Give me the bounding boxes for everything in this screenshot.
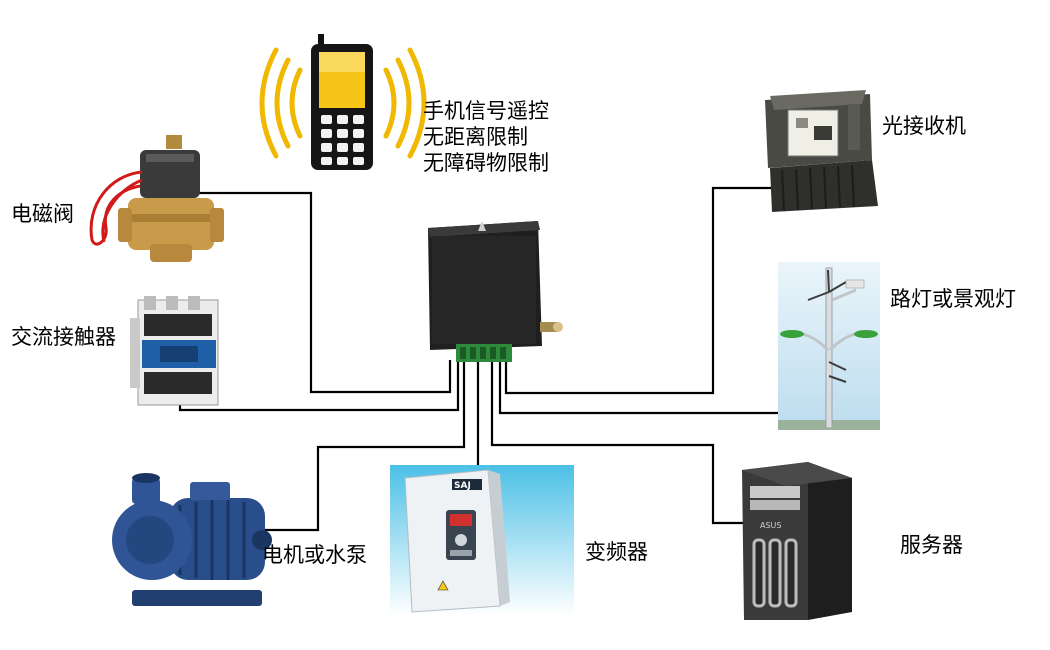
solenoid-valve-icon	[89, 135, 224, 262]
street-light-icon	[778, 262, 880, 430]
wire-server	[490, 360, 746, 525]
label-ac-contactor: 交流接触器	[11, 325, 116, 349]
inverter-icon: SAJ	[390, 465, 574, 615]
optical-receiver-icon	[765, 90, 878, 212]
water-pump-icon	[112, 473, 272, 606]
wire-optical-receiver	[504, 186, 775, 395]
label-server: 服务器	[900, 533, 963, 557]
phone-remote-line-2: 无距离限制	[423, 125, 528, 149]
inverter-brand-text: SAJ	[454, 481, 471, 491]
controller-box-icon	[428, 221, 563, 362]
wire-motor-pump	[262, 360, 466, 532]
label-optical-receiver: 光接收机	[882, 114, 966, 138]
phone-remote-line-3: 无障碍物限制	[423, 151, 549, 175]
server-tower-icon: ASUS	[742, 462, 852, 620]
label-solenoid-valve: 电磁阀	[11, 202, 74, 226]
label-inverter: 变频器	[585, 540, 648, 564]
label-motor-pump: 电机或水泵	[262, 543, 367, 567]
mobile-phone-icon	[259, 34, 427, 170]
server-brand-text: ASUS	[760, 521, 781, 530]
wire-solenoid-valve	[197, 191, 452, 394]
phone-remote-line-1: 手机信号遥控	[423, 99, 549, 123]
wire-street-light	[498, 360, 778, 415]
ac-contactor-icon	[130, 296, 219, 406]
label-street-light: 路灯或景观灯	[890, 287, 1016, 311]
wire-ac-contactor	[178, 360, 460, 412]
phone-remote-description: 手机信号遥控 无距离限制 无障碍物限制	[423, 98, 549, 176]
